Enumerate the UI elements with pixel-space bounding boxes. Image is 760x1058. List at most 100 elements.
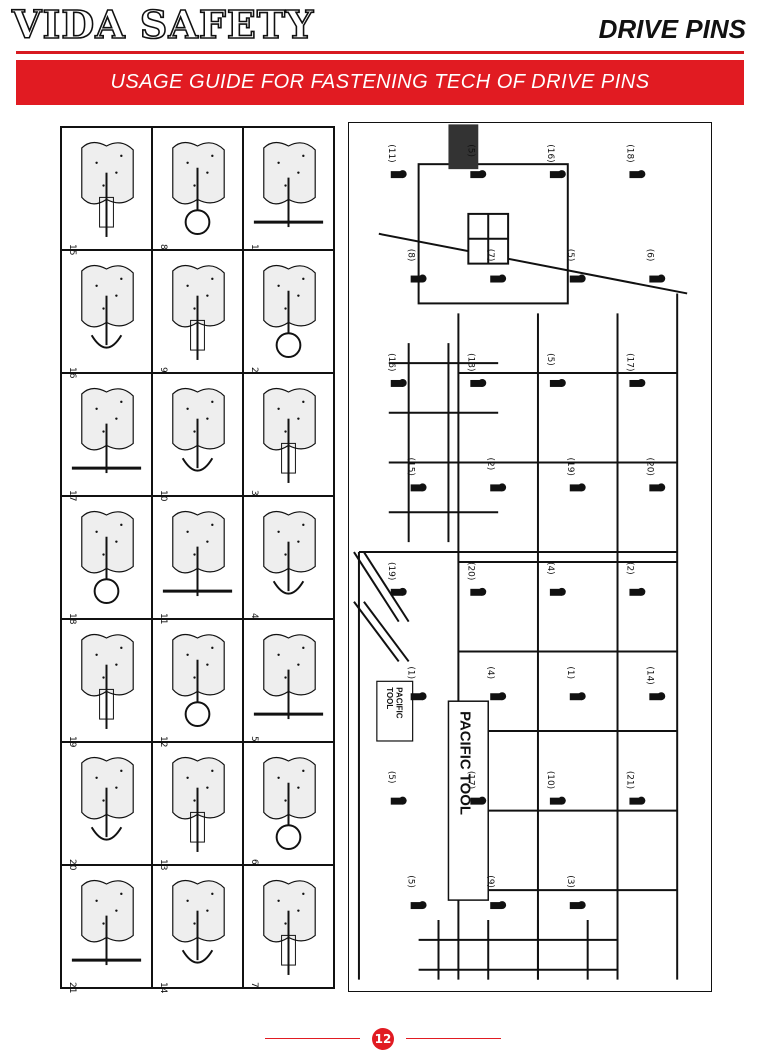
fastening-diagram-5: 5 xyxy=(243,619,334,742)
callout-label: (5) xyxy=(565,249,575,262)
callout-label: (11) xyxy=(386,144,396,162)
worker-figure xyxy=(549,796,566,805)
diagram-number: 21 xyxy=(67,982,77,994)
diagram-sketch xyxy=(172,879,225,964)
svg-text:PACIFIC TOOL: PACIFIC TOOL xyxy=(456,711,472,815)
fastening-diagram-2: 2 xyxy=(243,250,334,373)
diagram-sketch xyxy=(81,141,134,237)
callout-label: (16) xyxy=(386,353,396,371)
fastening-diagram-6: 6 xyxy=(243,742,334,865)
worker-figure xyxy=(649,692,666,701)
worker-figure xyxy=(410,901,427,910)
fastening-diagram-19: 19 xyxy=(61,619,152,748)
fastening-diagram-13: 13 xyxy=(152,742,243,871)
svg-text:TOOL: TOOL xyxy=(385,687,394,709)
diagram-sketch xyxy=(81,633,134,729)
footer-line-right xyxy=(406,1038,501,1039)
worker-figure xyxy=(410,483,427,492)
callout-label: (20) xyxy=(644,458,654,476)
worker-figure xyxy=(490,483,507,492)
callout-label: (18) xyxy=(624,144,634,162)
diagram-sketch xyxy=(71,879,142,966)
fastening-diagram-8: 8 xyxy=(152,127,243,250)
banner-title: USAGE GUIDE FOR FASTENING TECH OF DRIVE … xyxy=(16,60,744,105)
fastening-diagram-9: 9 xyxy=(152,250,243,373)
fastening-diagram-21: 21 xyxy=(61,865,152,994)
worker-figure xyxy=(490,274,507,283)
diagram-sketch xyxy=(253,633,324,720)
worker-figure xyxy=(470,796,487,805)
diagram-number: 14 xyxy=(158,982,168,994)
fastening-diagram-15: 15 xyxy=(61,127,152,256)
worker-figure xyxy=(569,901,586,910)
worker-figure xyxy=(549,378,566,387)
diagram-sketch xyxy=(81,756,134,841)
callout-label: (21) xyxy=(624,771,634,789)
diagram-sketch xyxy=(81,510,134,604)
callout-label: (5) xyxy=(545,353,555,366)
callout-label: (5) xyxy=(406,875,416,888)
worker-figure xyxy=(649,483,666,492)
callout-label: (10) xyxy=(545,771,555,789)
worker-figure xyxy=(470,587,487,596)
diagram-sketch xyxy=(71,387,142,474)
callout-label: (16) xyxy=(545,144,555,162)
callout-label: (5) xyxy=(465,144,475,157)
fastening-diagram-17: 17 xyxy=(61,373,152,502)
callout-label: (4) xyxy=(545,562,555,575)
worker-figure xyxy=(410,692,427,701)
callout-label: (9) xyxy=(485,875,495,888)
callout-label: (1) xyxy=(406,666,416,679)
pacific-tool-small-sign: PACIFIC TOOL xyxy=(376,680,414,742)
diagram-sketch xyxy=(162,510,233,597)
building-illustration: PACIFIC TOOL PACIFIC TOOL (11) (5) (16) (18… xyxy=(348,122,712,992)
callout-label: (2) xyxy=(624,562,634,575)
footer-line-left xyxy=(265,1038,360,1039)
worker-figure xyxy=(629,587,646,596)
diagram-sketch xyxy=(263,879,316,975)
fastening-diagram-18: 18 xyxy=(61,496,152,625)
diagram-sketch xyxy=(172,633,225,727)
fastening-diagram-14: 14 xyxy=(152,865,243,994)
worker-figure xyxy=(649,274,666,283)
fastening-diagram-16: 16 xyxy=(61,250,152,379)
callout-label: (13) xyxy=(465,353,475,371)
callout-label: (3) xyxy=(565,875,575,888)
section-title: DRIVE PINS xyxy=(598,14,746,44)
fastening-diagram-7: 7 xyxy=(243,865,334,988)
fastening-diagram-10: 10 xyxy=(152,373,243,502)
fastening-diagram-4: 4 xyxy=(243,496,334,619)
diagram-sketch xyxy=(263,264,316,358)
worker-figure xyxy=(629,796,646,805)
worker-figure xyxy=(569,692,586,701)
diagram-sketch xyxy=(263,387,316,483)
diagram-sketch xyxy=(81,264,134,349)
callout-label: (17) xyxy=(465,771,475,789)
diagram-sketch xyxy=(172,141,225,235)
callout-label: (1) xyxy=(565,666,575,679)
worker-figure xyxy=(549,587,566,596)
callout-label: (5) xyxy=(386,771,396,784)
diagram-sketch xyxy=(172,387,225,472)
callout-label: (14) xyxy=(644,666,654,684)
worker-figure xyxy=(490,901,507,910)
worker-figure xyxy=(390,378,407,387)
diagram-sketch xyxy=(253,141,324,228)
diagram-sketch xyxy=(172,264,225,360)
callout-label: (19) xyxy=(565,458,575,476)
worker-figure xyxy=(629,170,646,179)
callout-label: (2) xyxy=(485,458,495,471)
fastening-diagram-3: 3 xyxy=(243,373,334,496)
diagram-sketch xyxy=(263,756,316,850)
pacific-tool-sign: PACIFIC TOOL xyxy=(447,700,489,901)
callout-label: (19) xyxy=(386,562,396,580)
worker-figure xyxy=(390,170,407,179)
diagram-sketch xyxy=(172,756,225,852)
header-rule xyxy=(16,51,744,54)
svg-text:PACIFIC: PACIFIC xyxy=(395,687,404,718)
callout-label: (7) xyxy=(485,249,495,262)
building-drawing: PACIFIC TOOL PACIFIC TOOL (11) (5) (16) (18… xyxy=(353,124,688,980)
callout-label: (20) xyxy=(465,562,475,580)
worker-figure xyxy=(490,692,507,701)
